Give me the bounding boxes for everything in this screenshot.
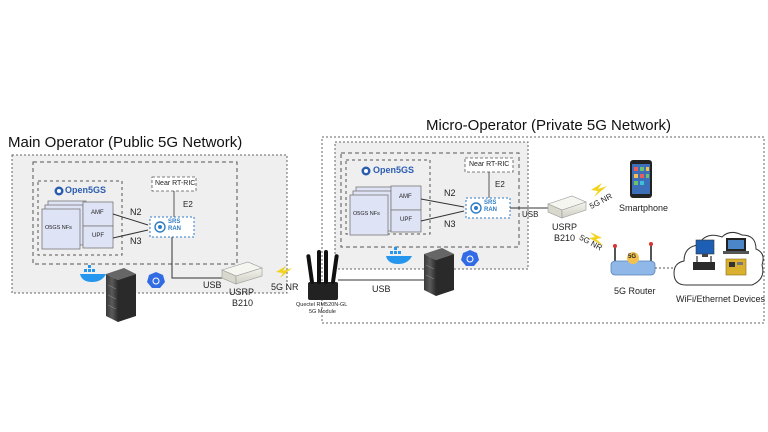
router-icon <box>610 242 656 276</box>
main-ric-label: Near RT-RIC <box>155 180 196 187</box>
main-operator-title: Main Operator (Public 5G Network) <box>8 134 243 151</box>
main-open5gs-label: Open5GS <box>65 185 107 195</box>
main-core-frame <box>32 161 238 265</box>
micro-n2-label: N2 <box>444 188 456 198</box>
router-label: 5G Router <box>614 286 656 296</box>
micro-e2-label: E2 <box>495 180 505 189</box>
micro-upf-label: UPF <box>400 217 412 223</box>
main-srs-bottom-label: RAN <box>168 226 181 232</box>
micro-usrp-icon <box>547 195 587 219</box>
raspberry-board-icon <box>725 258 747 276</box>
main-upf-label: UPF <box>92 233 104 239</box>
micro-usb-label: USB <box>522 210 539 219</box>
main-nfs-label: O5GS NFs <box>45 225 72 231</box>
micro-srs-bottom-label: RAN <box>484 207 497 213</box>
devices-label: WiFi/Ethernet Devices <box>676 294 766 304</box>
micro-core-frame <box>340 152 520 248</box>
cloud-icon <box>673 231 764 286</box>
main-nr-label: 5G NR <box>271 282 299 292</box>
main-open5gs-logo-icon <box>54 186 64 196</box>
main-opensgs-frame <box>37 180 123 256</box>
micro-operator-region <box>321 136 765 324</box>
micro-usrp-label-2: B210 <box>554 233 576 243</box>
quectel-label-1: Quectel RM520N-GL <box>296 302 348 308</box>
main-amf-label: AMF <box>91 210 104 216</box>
main-upf-box <box>82 225 114 249</box>
main-n3-label: N3 <box>130 236 142 246</box>
micro-amf-label: AMF <box>399 194 412 200</box>
quectel-label-2: 5G Module <box>309 309 336 315</box>
micro-usrp-label-1: USRP <box>552 222 578 232</box>
main-usrp-icon <box>221 261 263 285</box>
main-docker-icon <box>80 265 106 282</box>
laptop-icon <box>723 238 749 254</box>
main-srs-top-label: SRS <box>168 219 181 225</box>
main-usrp-label-1: USRP <box>229 287 255 297</box>
link-usb-label: USB <box>372 284 391 294</box>
micro-docker-icon <box>386 247 412 264</box>
main-usb-label: USB <box>203 280 222 290</box>
modem-icon <box>306 250 339 300</box>
micro-srs-icon <box>470 202 482 214</box>
micro-ric-label: Near RT-RIC <box>469 161 510 168</box>
main-usrp-label-2: B210 <box>232 298 254 308</box>
micro-open5gs-label: Open5GS <box>373 165 415 175</box>
micro-server-icon <box>424 248 454 296</box>
router-device-icon <box>693 256 715 270</box>
micro-n3-label: N3 <box>444 219 456 229</box>
main-kubernetes-icon <box>147 272 165 288</box>
smartphone-label: Smartphone <box>619 203 669 213</box>
micro-operator-title: Micro-Operator (Private 5G Network) <box>426 117 672 134</box>
micro-open5gs-logo-icon <box>361 166 371 176</box>
main-n2-label: N2 <box>130 207 142 217</box>
main-e2-label: E2 <box>183 200 193 209</box>
main-srs-icon <box>154 221 166 233</box>
main-server-icon <box>106 268 136 322</box>
desktop-icon <box>695 239 715 257</box>
micro-srs-top-label: SRS <box>484 200 497 206</box>
micro-nfs-label: O5GS NFs <box>353 211 380 217</box>
router-badge-label: 5G <box>628 254 637 260</box>
smartphone-icon <box>630 160 652 198</box>
lightning-icon <box>276 183 607 278</box>
micro-kubernetes-icon <box>461 250 479 266</box>
